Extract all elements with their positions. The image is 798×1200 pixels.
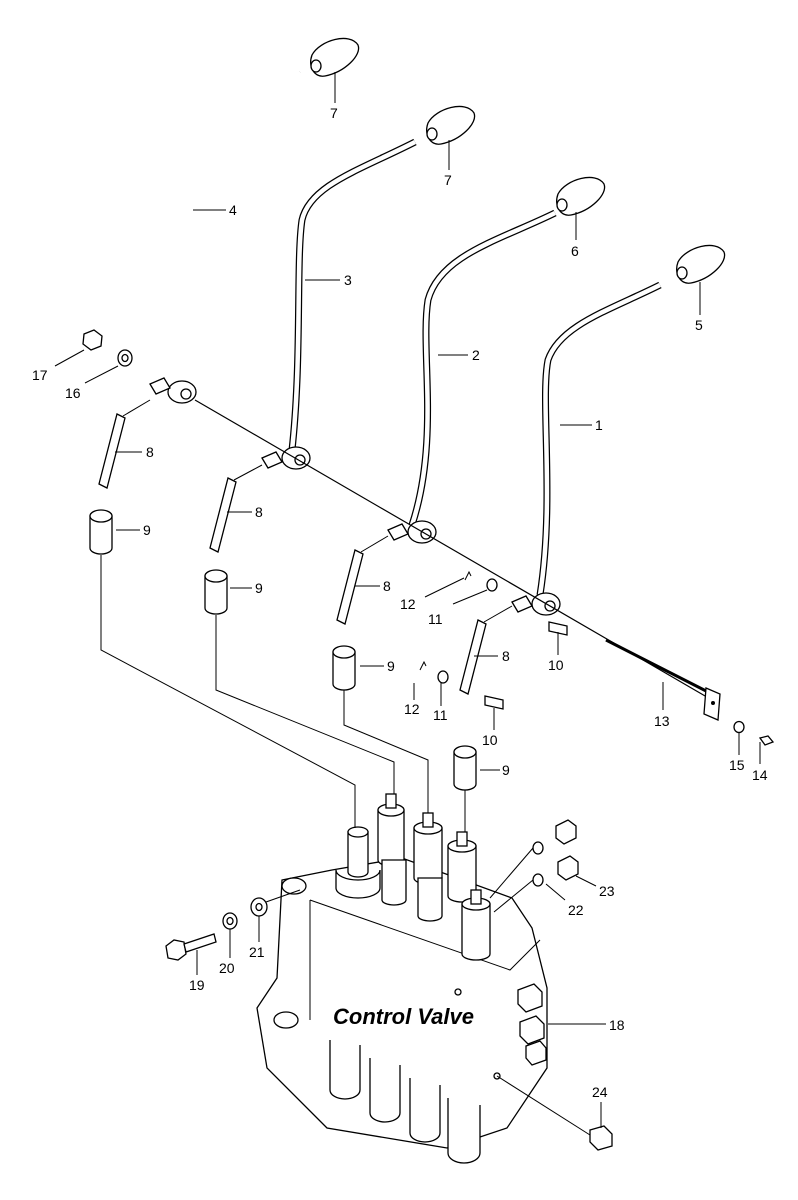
- spool-5: [461, 889, 491, 961]
- o-ring-22b: [532, 873, 544, 887]
- label-6: 6: [571, 243, 579, 259]
- label-19: 19: [189, 977, 205, 993]
- leader-lines: [54, 72, 761, 1136]
- pin-10b: [484, 695, 504, 710]
- clip-12a: [464, 570, 472, 581]
- washer-21: [250, 897, 268, 917]
- spool-1: [335, 826, 381, 899]
- link-8d: [459, 619, 487, 695]
- link-8c: [336, 549, 364, 625]
- label-12a: 12: [400, 596, 416, 612]
- lever-1: [511, 244, 726, 616]
- label-4: 4: [229, 202, 237, 218]
- washer-15: [733, 720, 745, 734]
- label-8c: 8: [383, 578, 391, 594]
- fitting-24: [589, 1125, 613, 1151]
- label-8a: 8: [146, 444, 154, 460]
- label-14: 14: [752, 767, 768, 783]
- control-valve-18: [256, 793, 548, 1164]
- label-9d: 9: [502, 762, 510, 778]
- bushing-9a: [89, 509, 113, 555]
- label-9b: 9: [255, 580, 263, 596]
- pin-10a: [548, 621, 568, 636]
- label-10b: 10: [482, 732, 498, 748]
- label-8b: 8: [255, 504, 263, 520]
- label-16: 16: [65, 385, 81, 401]
- label-9a: 9: [143, 522, 151, 538]
- label-24: 24: [592, 1084, 608, 1100]
- clip-12b: [419, 660, 427, 671]
- shaft-13: [194, 399, 721, 721]
- washer-11a: [486, 578, 498, 592]
- spool-2: [377, 793, 407, 906]
- label-3: 3: [344, 272, 352, 288]
- label-23: 23: [599, 883, 615, 899]
- label-7b: 7: [444, 172, 452, 188]
- washer-20: [222, 912, 238, 930]
- label-8d: 8: [502, 648, 510, 664]
- link-8a: [98, 413, 126, 489]
- label-12b: 12: [404, 701, 420, 717]
- bolt-19: [165, 933, 217, 961]
- label-22: 22: [568, 902, 584, 918]
- plug-23a: [555, 819, 577, 845]
- label-11b: 11: [433, 707, 448, 723]
- washer-11b: [437, 670, 449, 684]
- nut-17: [82, 329, 103, 351]
- link-8b: [209, 477, 237, 553]
- label-7a: 7: [330, 105, 338, 121]
- label-15: 15: [729, 757, 745, 773]
- label-17: 17: [32, 367, 48, 383]
- o-ring-22a: [532, 841, 544, 855]
- label-21: 21: [249, 944, 265, 960]
- lever-3: [261, 105, 476, 470]
- label-10a: 10: [548, 657, 564, 673]
- label-20: 20: [219, 960, 235, 976]
- label-9c: 9: [387, 658, 395, 674]
- bushing-9b: [204, 569, 228, 615]
- bushing-9c: [332, 645, 356, 691]
- spool-3: [413, 812, 443, 922]
- label-5: 5: [695, 317, 703, 333]
- label-13: 13: [654, 713, 670, 729]
- washer-16: [117, 349, 133, 367]
- lever-4: [149, 37, 360, 404]
- bushing-9d: [453, 745, 477, 791]
- label-2: 2: [472, 347, 480, 363]
- label-1: 1: [595, 417, 603, 433]
- diagram-title: Control Valve: [333, 1004, 474, 1029]
- label-11a: 11: [428, 611, 443, 627]
- bolt-14: [758, 735, 775, 746]
- lever-2: [387, 176, 606, 544]
- plug-23b: [557, 855, 579, 881]
- label-18: 18: [609, 1017, 625, 1033]
